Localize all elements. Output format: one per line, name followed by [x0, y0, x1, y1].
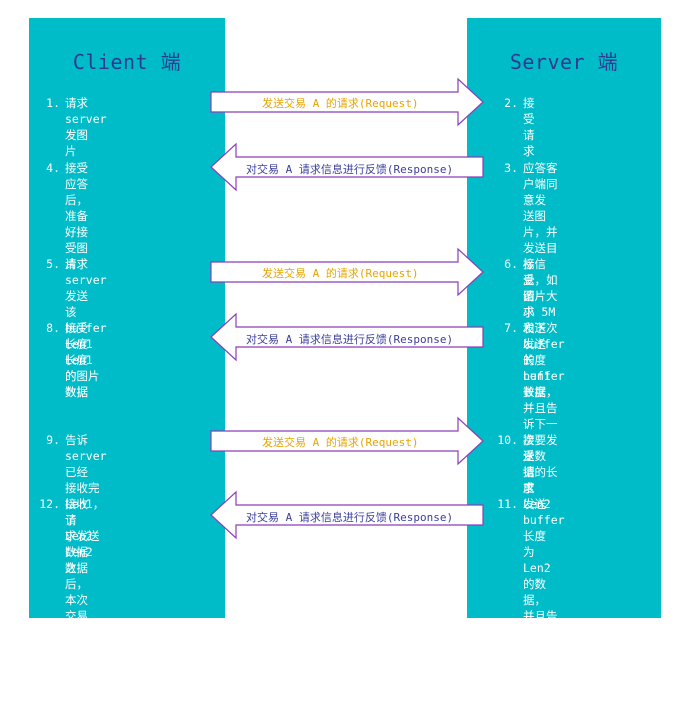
- client-column: Client 端: [29, 18, 225, 618]
- step-line: 小 5M 和下次发送: [523, 305, 558, 351]
- step-line: 接受请求: [523, 433, 535, 495]
- step-line: 接收了 Len2 数据: [65, 497, 93, 559]
- step-line: 之后，本次交易进: [65, 561, 88, 639]
- step-line: 应答客户端同意发: [523, 161, 558, 207]
- step-number: 1.: [46, 96, 60, 110]
- step-number: 3.: [504, 161, 518, 175]
- response-arrow-1: [210, 142, 484, 192]
- message-arrows: [210, 77, 484, 540]
- step-line: 据的长度 Len2: [523, 465, 558, 511]
- step-line: 标信息，如图片大: [523, 257, 558, 303]
- response-arrow-3: [210, 490, 484, 540]
- step-number: 4.: [46, 161, 60, 175]
- step-line: 发送 buffer 长度: [523, 321, 565, 367]
- step-line: 好接受图片: [65, 225, 88, 271]
- request-arrow-1: [210, 77, 484, 127]
- step-line: 送图片，并发送目: [523, 209, 558, 255]
- step-line: 诉下一次要发送数: [523, 417, 558, 463]
- step-number: 9.: [46, 433, 60, 447]
- step-number: 7.: [504, 321, 518, 335]
- step-line: 接受 Len1 长度的: [65, 321, 93, 383]
- step-line: 并且告诉 client: [523, 609, 565, 655]
- step-line: 送完毕: [523, 705, 558, 719]
- step-line: 图片的数据已经发: [523, 657, 558, 703]
- step-number: 11.: [497, 497, 518, 511]
- response-label-3: 对交易 A 请求信息进行反馈(Response): [246, 511, 454, 524]
- step-line: 发送 buffer 长度: [523, 497, 565, 543]
- step-line: 该 buffer 长度: [65, 305, 107, 351]
- server-title: Server 端: [509, 50, 619, 74]
- request-arrow-3: [210, 416, 484, 466]
- request-label-2: 发送交易 A 的请求(Request): [262, 267, 419, 280]
- response-arrow-2: [210, 312, 484, 362]
- step-line: Len1 的图片数据: [65, 353, 100, 399]
- request-arrow-2: [210, 247, 484, 297]
- step-number: 10.: [497, 433, 518, 447]
- step-number: 8.: [46, 321, 60, 335]
- client-title: Client 端: [72, 50, 182, 74]
- step-number: 2.: [504, 96, 518, 110]
- step-line: 接受应答后，准备: [65, 161, 88, 223]
- step-line: 请求 server 发图: [65, 96, 107, 142]
- step-line: 的 buffer 长度: [523, 353, 565, 399]
- step-line: 接受请求: [523, 96, 535, 158]
- step-line: 数据: [65, 385, 88, 399]
- request-label-3: 发送交易 A 的请求(Request): [262, 436, 419, 449]
- step-line: 接受请求: [523, 257, 535, 319]
- response-label-2: 对交易 A 请求信息进行反馈(Response): [246, 333, 454, 346]
- step-line: 为 Len2 的数据，: [523, 545, 551, 607]
- step-line: Len1 数据，并且告: [523, 369, 558, 415]
- step-line: 请求 server 发送: [65, 257, 107, 303]
- step-line: 求发送 Len2 数据: [65, 529, 100, 575]
- step-line: 接收完 Len1，请: [65, 481, 105, 527]
- response-label-1: 对交易 A 请求信息进行反馈(Response): [246, 163, 454, 176]
- step-line: 告诉 server 已经: [65, 433, 107, 479]
- request-label-1: 发送交易 A 的请求(Request): [262, 97, 419, 110]
- step-line: 片: [65, 144, 77, 158]
- step-number: 6.: [504, 257, 518, 271]
- step-line: 行完毕: [65, 641, 88, 671]
- step-number: 12.: [39, 497, 60, 511]
- step-number: 5.: [46, 257, 60, 271]
- server-column: Server 端: [467, 18, 661, 618]
